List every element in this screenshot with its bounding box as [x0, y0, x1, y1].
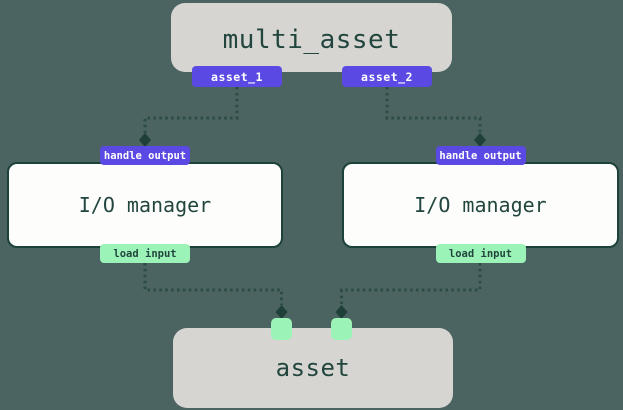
asset-input-port-2 — [331, 318, 352, 340]
node-io-manager-right-title: I/O manager — [414, 193, 547, 217]
handle-output-tag-left: handle output — [100, 146, 190, 165]
handle-output-tag-right: handle output — [435, 146, 526, 165]
output-tag-asset-2: asset_2 — [342, 66, 432, 87]
arrowhead-diamond — [474, 133, 486, 147]
node-io-manager-right: I/O manager handle output load input — [342, 146, 619, 263]
edge-asset1-to-left-io — [143, 87, 239, 133]
node-asset-title: asset — [275, 354, 351, 382]
output-tag-asset-1: asset_1 — [192, 66, 282, 87]
arrowhead-diamond — [335, 305, 348, 319]
load-input-tag-right: load input — [435, 244, 526, 263]
node-io-manager-left: I/O manager handle output load input — [7, 146, 283, 263]
node-io-manager-left-title: I/O manager — [78, 193, 212, 217]
arrowhead-diamond — [275, 305, 288, 319]
asset-input-port-1 — [271, 318, 292, 340]
edge-right-io-to-asset — [340, 263, 482, 305]
node-asset: asset — [173, 318, 453, 408]
node-multi-asset-title: multi_asset — [222, 24, 401, 55]
arrowhead-diamond — [139, 133, 151, 147]
edge-asset2-to-right-io — [385, 87, 482, 133]
edge-left-io-to-asset — [143, 263, 283, 305]
node-multi-asset: multi_asset asset_1 asset_2 — [171, 3, 452, 87]
load-input-tag-left: load input — [100, 244, 190, 263]
